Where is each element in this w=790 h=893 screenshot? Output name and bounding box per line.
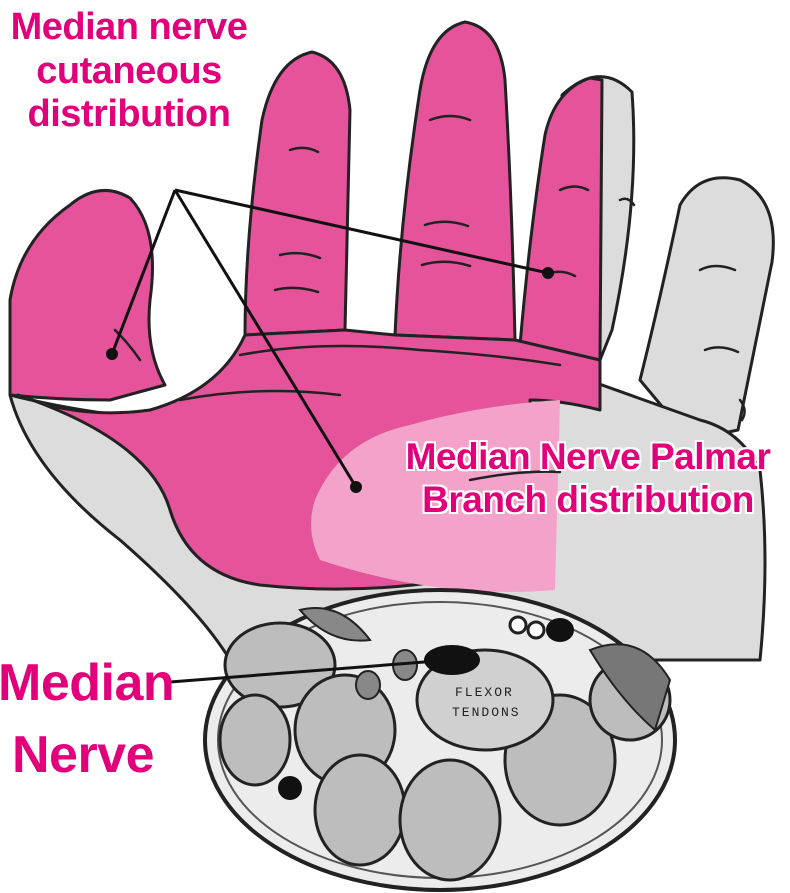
crease-lines xyxy=(113,114,746,482)
palmar-branch-region xyxy=(311,400,560,592)
palmar-label-line1: Median Nerve Palmar xyxy=(405,436,771,477)
leader-dots xyxy=(106,267,554,493)
cutaneous-label-line1: Median nerve xyxy=(10,6,248,48)
median-nerve-label: Median Nerve xyxy=(0,648,175,792)
cutaneous-distribution-label: Median nerve cutaneous distribution xyxy=(4,6,254,137)
palmar-label-line2: Branch distribution xyxy=(422,478,754,520)
median-label-line2: Nerve xyxy=(11,725,155,784)
median-nerve-marker xyxy=(424,645,480,675)
median-label-line1: Median xyxy=(0,654,175,712)
cutaneous-label-line3: distribution xyxy=(27,93,231,136)
flexor-text: FLEXOR xyxy=(455,685,514,700)
cutaneous-label-line2: cutaneous xyxy=(36,49,222,92)
wrist-cross-section: FLEXOR TENDONS xyxy=(203,588,677,892)
tendons-text: TENDONS xyxy=(452,705,521,720)
leader-lines xyxy=(110,188,549,684)
palmar-branch-label: Median Nerve Palmar Branch distribution xyxy=(388,436,788,521)
